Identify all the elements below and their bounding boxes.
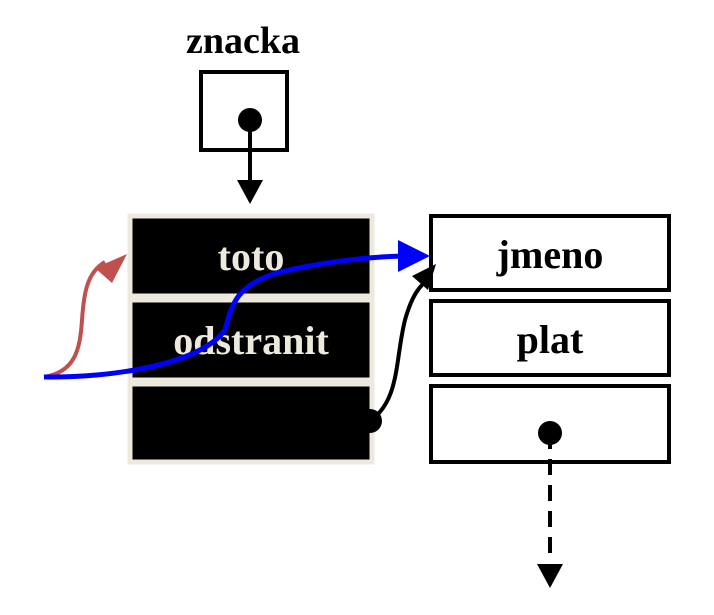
left-node: toto odstranit (127, 213, 375, 465)
left-cell-odstranit-label: odstranit (173, 318, 329, 363)
right-cell-plat-label: plat (517, 317, 584, 362)
pointer-label: znacka (186, 20, 300, 62)
left-cell-next (127, 381, 375, 465)
null-pointer-arrowhead (537, 564, 563, 588)
right-cell-jmeno-label: jmeno (496, 232, 604, 277)
pointer-arrowhead (237, 180, 263, 204)
red-arrowhead (95, 254, 127, 283)
next-pointer-curve (368, 276, 432, 423)
next-pointer-arrowhead (412, 264, 436, 290)
right-cell-jmeno (429, 214, 671, 292)
blue-arrowhead (398, 240, 430, 272)
red-curved-arrow (43, 260, 107, 379)
pointer-box (199, 70, 289, 152)
left-cell-odstranit (127, 297, 375, 383)
right-cell-plat (429, 299, 671, 377)
right-node: jmeno plat (429, 214, 671, 464)
blue-curved-arrow (43, 253, 406, 380)
